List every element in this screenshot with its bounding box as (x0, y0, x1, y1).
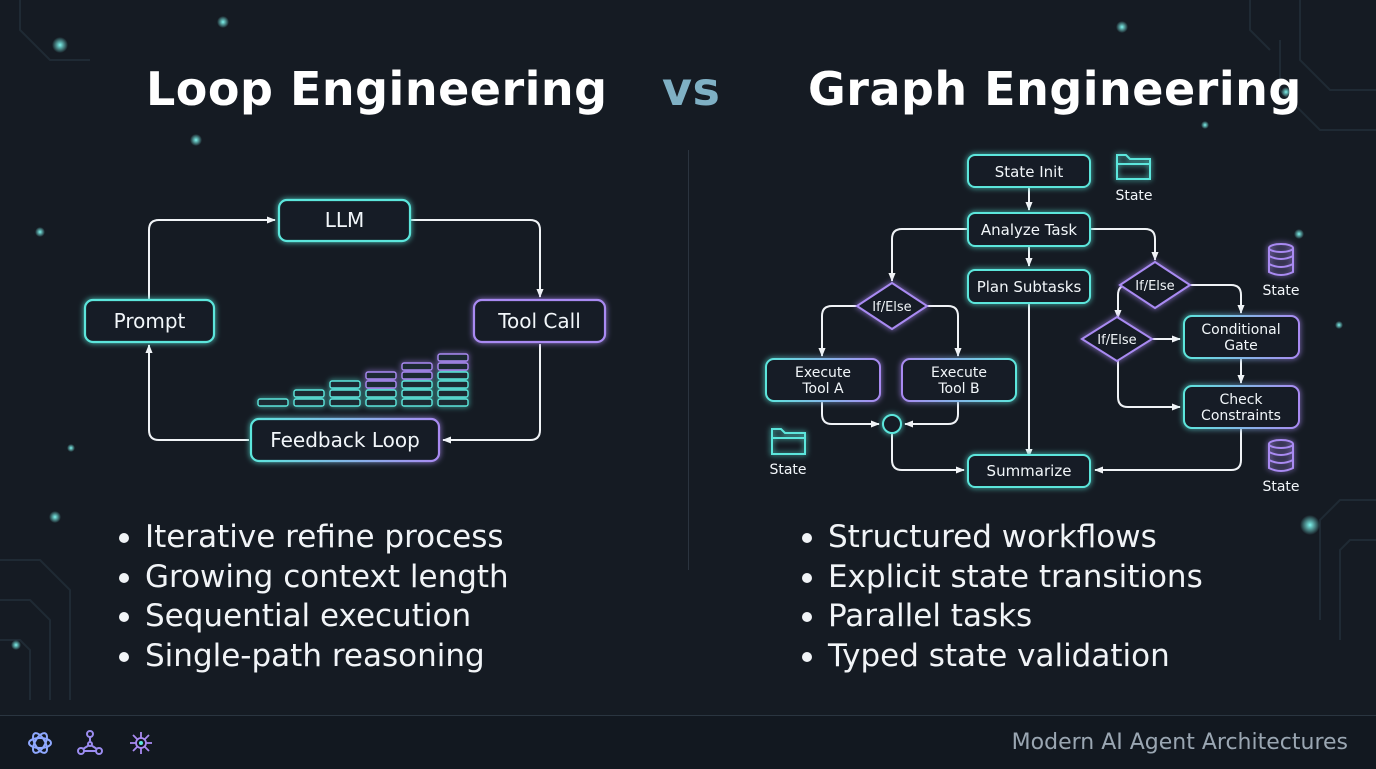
llm-label: LLM (325, 208, 365, 232)
check-constraints-node: Check Constraints (1183, 385, 1300, 429)
arrow-tool-to-feedback (442, 344, 541, 444)
state-label-folder-left: State (769, 462, 806, 478)
loop-bullet: Single-path reasoning (119, 637, 509, 677)
if-else-diamond-mid-right: If/Else (1080, 315, 1154, 363)
conditional-gate-line1: Conditional (1201, 322, 1280, 338)
context-bar-cell (437, 371, 469, 380)
database-icon (1268, 243, 1294, 276)
context-bar-cell (329, 380, 361, 389)
context-bar-cell (365, 389, 397, 398)
graph-bullet: Typed state validation (802, 637, 1203, 677)
feedback-loop-label: Feedback Loop (270, 428, 420, 452)
context-bar-cell (437, 380, 469, 389)
graph-bullet-list: Structured workflows Explicit state tran… (802, 518, 1203, 676)
context-bar-cell (329, 398, 361, 407)
hub-network-icon (130, 732, 152, 754)
join-node (882, 414, 902, 434)
context-bar-cell (293, 389, 325, 398)
database-icon (1268, 439, 1294, 472)
context-bar-cell (257, 398, 289, 407)
versus-label: vs (662, 62, 721, 116)
tool-call-node: Tool Call (472, 298, 607, 344)
plan-subtasks-node: Plan Subtasks (967, 269, 1091, 304)
context-bar-cell (401, 362, 433, 371)
context-bar-cell (401, 389, 433, 398)
context-bar-cell (365, 371, 397, 380)
if-else-diamond-left: If/Else (855, 281, 929, 331)
if-else-label: If/Else (1135, 279, 1174, 294)
state-init-label: State Init (995, 163, 1064, 181)
state-label-db-top: State (1262, 283, 1299, 299)
graph-engineering-title: Graph Engineering (808, 62, 1302, 116)
loop-diagram (145, 216, 544, 444)
openai-logo-icon (28, 732, 52, 754)
context-bar-cell (329, 389, 361, 398)
footer-caption: Modern AI Agent Architectures (1011, 730, 1348, 755)
execute-tool-a-line1: Execute (795, 365, 851, 381)
context-bar-cell (437, 398, 469, 407)
check-constraints-line2: Constraints (1201, 408, 1281, 424)
if-else-diamond-top-right: If/Else (1118, 260, 1192, 310)
execute-tool-a-node: Execute Tool A (765, 358, 881, 402)
execute-tool-b-line1: Execute (931, 365, 987, 381)
footer-bar: Modern AI Agent Architectures (0, 715, 1376, 769)
graph-bullet: Parallel tasks (802, 597, 1203, 637)
prompt-node: Prompt (83, 298, 216, 344)
feedback-loop-node: Feedback Loop (249, 417, 441, 463)
if-else-label: If/Else (872, 300, 911, 315)
context-growth-bars (257, 353, 469, 407)
tool-call-label: Tool Call (497, 309, 581, 333)
arrow-prompt-to-llm (148, 216, 276, 299)
graph-network-icon (77, 730, 103, 755)
execute-tool-a-line2: Tool A (801, 381, 844, 397)
conditional-gate-node: Conditional Gate (1183, 315, 1300, 359)
arrow-llm-to-tool (411, 219, 544, 298)
context-bar-cell (365, 380, 397, 389)
context-bar-cell (437, 389, 469, 398)
context-bar-cell (365, 398, 397, 407)
state-label-db-bottom: State (1262, 479, 1299, 495)
state-init-node: State Init (967, 154, 1091, 188)
graph-bullet: Explicit state transitions (802, 558, 1203, 598)
loop-engineering-title: Loop Engineering (146, 62, 608, 116)
plan-subtasks-label: Plan Subtasks (977, 278, 1082, 296)
summarize-node: Summarize (967, 454, 1091, 488)
summarize-label: Summarize (987, 462, 1072, 480)
if-else-label: If/Else (1097, 333, 1136, 348)
center-divider (688, 150, 689, 570)
execute-tool-b-line2: Tool B (937, 381, 979, 397)
loop-bullet: Sequential execution (119, 597, 509, 637)
check-constraints-line1: Check (1219, 392, 1263, 408)
loop-bullet: Iterative refine process (119, 518, 509, 558)
context-bar-cell (437, 353, 469, 362)
execute-tool-b-node: Execute Tool B (901, 358, 1017, 402)
prompt-label: Prompt (114, 309, 186, 333)
state-label-folder-top: State (1115, 188, 1152, 204)
graph-bullet: Structured workflows (802, 518, 1203, 558)
arrow-feedback-to-prompt (145, 344, 249, 441)
analyze-task-node: Analyze Task (967, 212, 1091, 247)
conditional-gate-line2: Gate (1224, 338, 1258, 354)
context-bar-cell (401, 380, 433, 389)
context-bar-cell (293, 398, 325, 407)
analyze-task-label: Analyze Task (981, 221, 1078, 239)
folder-icon (1116, 154, 1151, 180)
loop-bullet-list: Iterative refine process Growing context… (119, 518, 509, 676)
context-bar-cell (401, 398, 433, 407)
context-bar-cell (437, 362, 469, 371)
loop-bullet: Growing context length (119, 558, 509, 598)
llm-node: LLM (277, 198, 412, 243)
context-bar-cell (401, 371, 433, 380)
folder-icon (771, 428, 806, 455)
